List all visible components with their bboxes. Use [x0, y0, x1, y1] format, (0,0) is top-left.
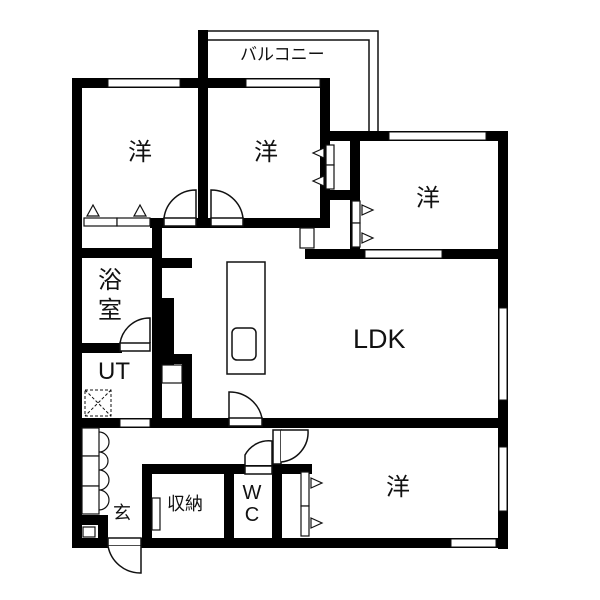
- doors: [107, 189, 309, 574]
- balcony-outline: [208, 30, 379, 132]
- kitchen-island: [226, 261, 266, 375]
- toilet-label-w: W: [242, 482, 262, 504]
- room-label-western-3: 洋: [416, 184, 440, 212]
- balcony-wall: [198, 30, 208, 87]
- room-label-ldk: LDK: [353, 324, 406, 354]
- room-label-bath-2: 室: [98, 296, 122, 324]
- room-label-western-4: 洋: [386, 473, 410, 501]
- cabinets: [81, 227, 315, 538]
- room-label-western-1: 洋: [128, 138, 152, 166]
- toilet-label-c: C: [244, 504, 260, 526]
- washer-pad-icon: [84, 389, 112, 417]
- shoe-closet-arcs: [98, 431, 110, 511]
- room-label-bath-1: 浴: [98, 266, 122, 294]
- room-label-entrance: 玄: [113, 503, 131, 524]
- room-label-storage: 収納: [167, 494, 203, 515]
- room-label-western-2: 洋: [254, 138, 278, 166]
- windows: [107, 78, 508, 548]
- room-label-toilet: W C: [239, 482, 265, 526]
- room-label-balcony: バルコニー: [240, 45, 325, 65]
- room-label-utility: UT: [98, 358, 130, 385]
- closet-doors: [83, 144, 375, 537]
